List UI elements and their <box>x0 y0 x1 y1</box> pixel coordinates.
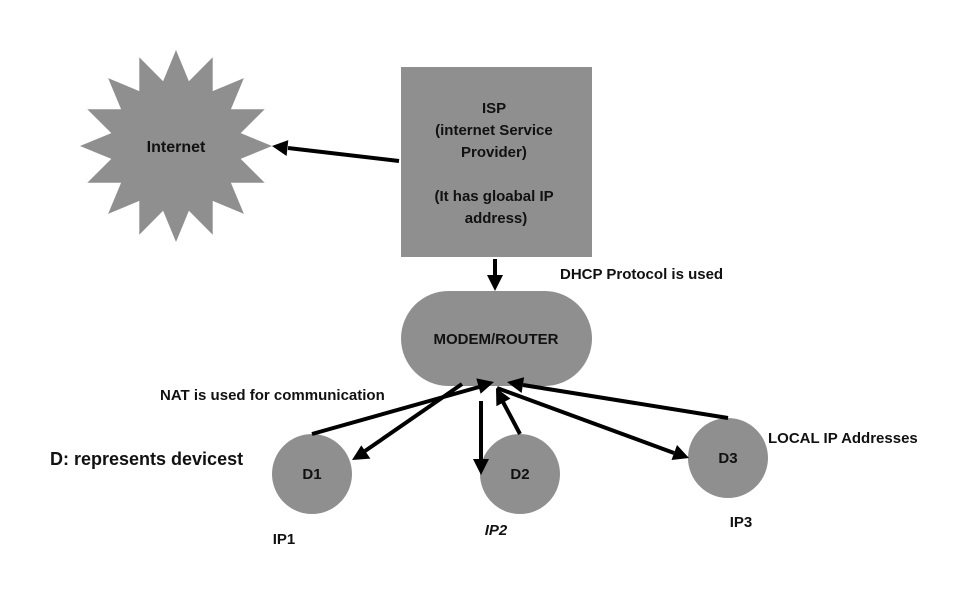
device-d3-label: D3 <box>718 450 737 467</box>
legend-devices: D: represents devicest <box>50 449 243 469</box>
device-d3-ip-label: IP3 <box>730 514 753 531</box>
nat-annotation: NAT is used for communication <box>160 387 385 404</box>
arrow-router-to-d3-head <box>671 445 689 460</box>
arrow-router-to-d1-head <box>352 445 371 460</box>
local-ip-annotation: LOCAL IP Addresses <box>768 430 918 447</box>
arrow-d3-to-router-head <box>507 377 525 393</box>
device-d1-ip-label: IP1 <box>273 531 296 548</box>
device-d2-ip-label: IP2 <box>485 522 508 539</box>
arrows <box>272 140 729 475</box>
arrow-isp-to-internet-head <box>272 140 289 156</box>
arrow-d1-to-router <box>311 385 480 436</box>
arrow-d2-to-router <box>501 401 522 435</box>
device-d2 <box>480 434 560 514</box>
isp-label-line-3: Provider) <box>461 144 527 161</box>
isp-label-line-5: (It has gloabal IP <box>434 188 553 205</box>
arrow-d2-to-router-head <box>496 388 511 407</box>
isp-label: ISP (internet Service Provider) (It has … <box>434 100 557 227</box>
internet-cloud-shape <box>80 50 272 242</box>
arrow-isp-to-router-head <box>487 275 503 291</box>
arrow-d3-to-router <box>522 383 729 420</box>
internet-label: Internet <box>147 139 206 156</box>
isp-box <box>401 67 592 257</box>
device-d3 <box>688 418 768 498</box>
isp-label-line-6: address) <box>465 210 528 227</box>
device-d1-label: D1 <box>302 466 321 483</box>
modem-router-label: MODEM/ROUTER <box>434 331 559 348</box>
device-d1 <box>272 434 352 514</box>
device-d2-label: D2 <box>510 466 529 483</box>
isp-label-line-1: ISP <box>482 100 506 117</box>
arrow-router-to-d3 <box>496 386 675 455</box>
modem-router-shape <box>401 291 592 386</box>
arrow-d1-to-router-head <box>476 378 494 394</box>
arrow-router-to-d2-head <box>473 459 489 475</box>
isp-label-line-2: (internet Service <box>435 122 553 139</box>
arrow-isp-to-internet <box>287 146 400 163</box>
dhcp-annotation: DHCP Protocol is used <box>560 266 723 283</box>
